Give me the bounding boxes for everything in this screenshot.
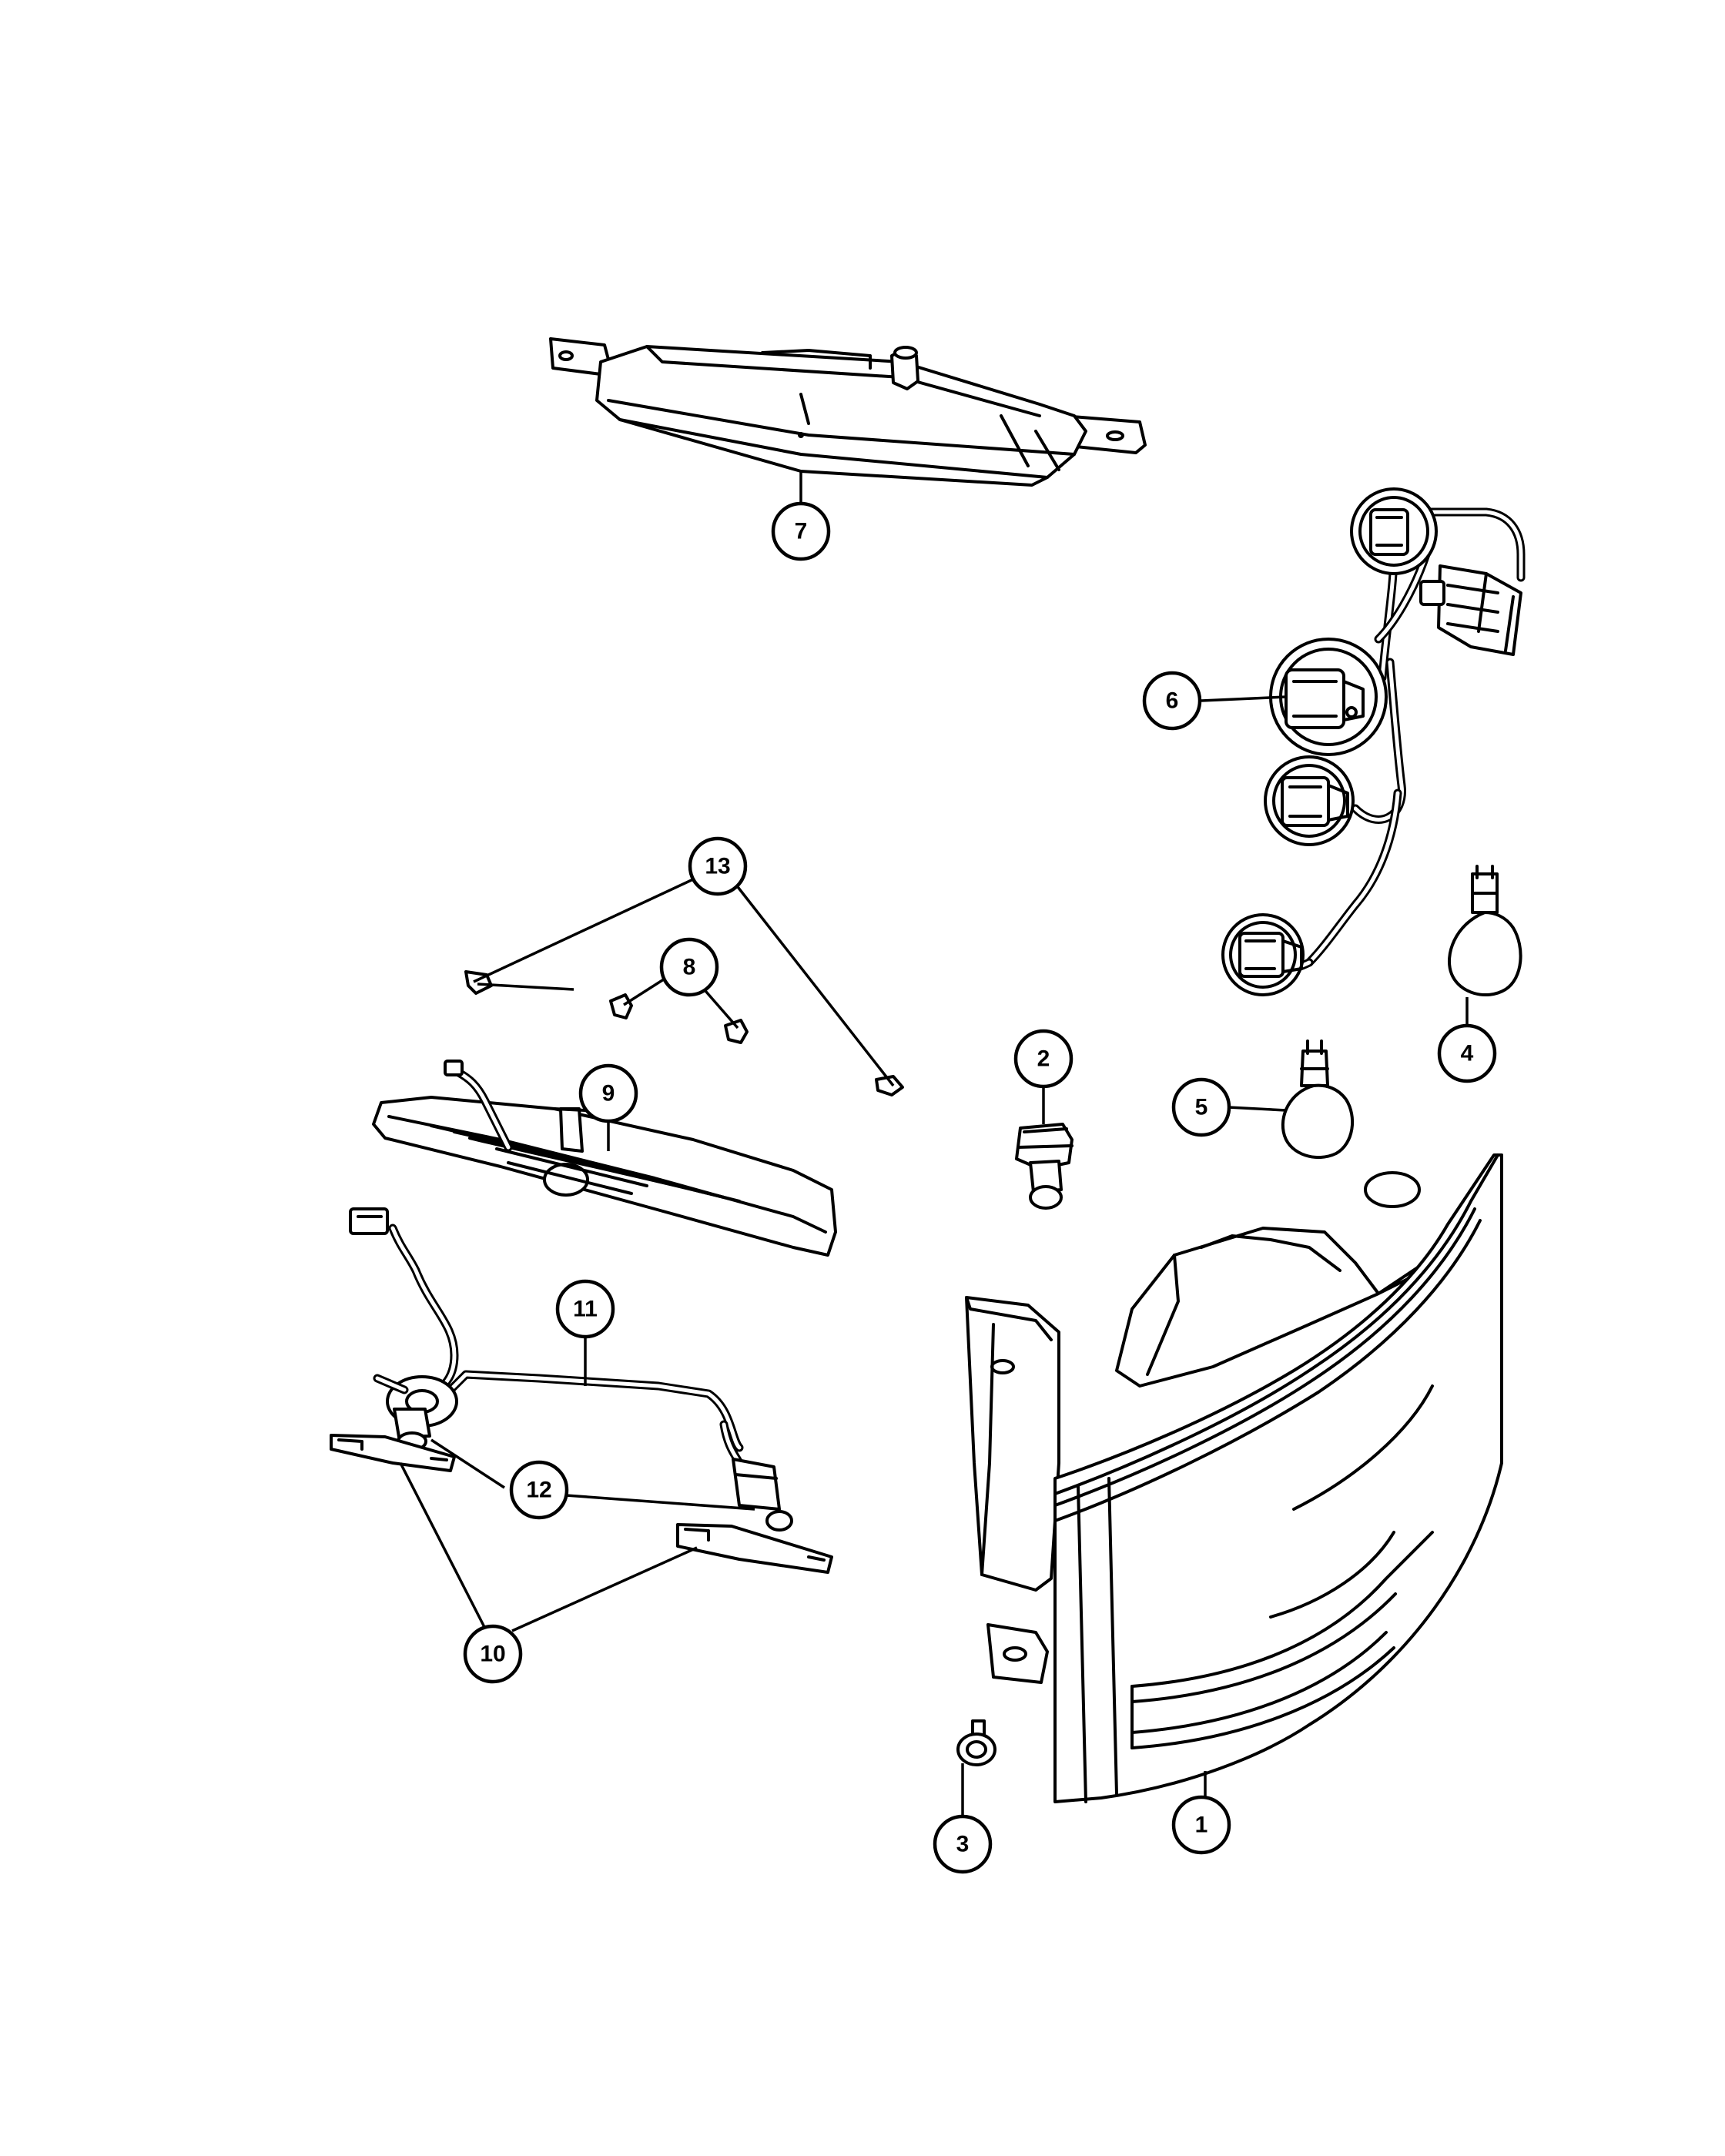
svg-text:4: 4 [1461, 1041, 1474, 1066]
socket-2 [1015, 1123, 1074, 1210]
svg-text:12: 12 [526, 1478, 551, 1503]
svg-text:3: 3 [956, 1832, 970, 1857]
liftgate-applique [372, 1060, 837, 1257]
high-mount-stop-lamp [549, 337, 1147, 487]
callout-12: 12 [509, 1460, 569, 1520]
tail-lamp-assembly [965, 1153, 1503, 1803]
svg-text:2: 2 [1037, 1046, 1050, 1072]
svg-text:5: 5 [1195, 1095, 1208, 1120]
callout-7: 7 [771, 501, 831, 561]
clips-13 [464, 970, 904, 1096]
svg-text:10: 10 [480, 1642, 505, 1667]
svg-text:11: 11 [573, 1297, 598, 1322]
svg-text:9: 9 [602, 1081, 615, 1106]
license-lamp-lenses [330, 1434, 833, 1574]
license-lamp-wiring [349, 1207, 793, 1532]
screw-3 [956, 1719, 996, 1766]
callout-8: 8 [659, 937, 719, 997]
callout-9: 9 [578, 1063, 638, 1123]
svg-text:1: 1 [1195, 1813, 1208, 1838]
callout-4: 4 [1437, 1023, 1497, 1083]
callout-1: 1 [1171, 1795, 1231, 1855]
callout-3: 3 [933, 1814, 993, 1874]
tail-lamp-wiring-harness [1221, 487, 1526, 996]
callout-6: 6 [1142, 671, 1202, 731]
callout-5: 5 [1171, 1077, 1231, 1137]
svg-text:6: 6 [1166, 688, 1179, 714]
svg-text:8: 8 [683, 955, 696, 980]
callout-11: 11 [555, 1279, 615, 1339]
callout-13: 13 [688, 836, 748, 896]
svg-text:7: 7 [795, 519, 808, 544]
bulb-4 [1448, 865, 1522, 997]
callout-10: 10 [463, 1624, 523, 1684]
nuts-8 [609, 993, 749, 1044]
callout-2: 2 [1013, 1029, 1074, 1089]
bulb-5 [1281, 1040, 1355, 1160]
svg-text:13: 13 [705, 854, 730, 879]
